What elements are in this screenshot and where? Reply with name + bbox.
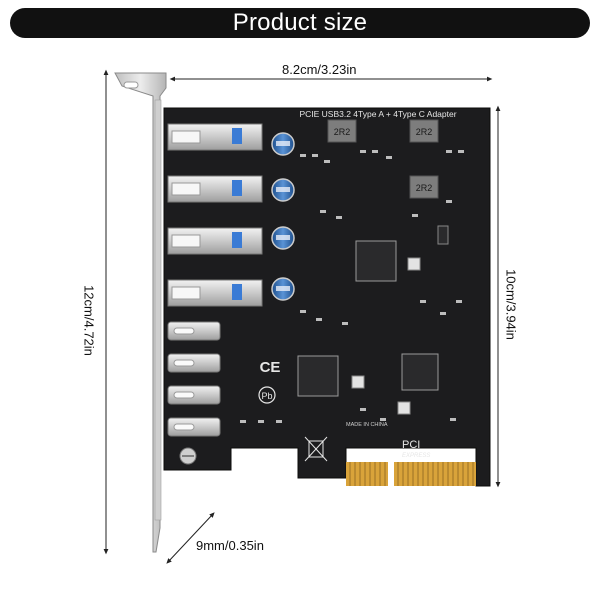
- capacitor: [271, 226, 295, 250]
- usb-a-port: [167, 123, 263, 151]
- usb-c-port: [167, 353, 221, 373]
- bracket-depth-label: 9mm/0.35in: [196, 538, 264, 553]
- ce-mark: CE: [260, 359, 281, 376]
- capacitor: [271, 178, 295, 202]
- capacitor: [271, 132, 295, 156]
- usb-a-port: [167, 279, 263, 307]
- width-label: 8.2cm/3.23in: [282, 62, 357, 77]
- smd-components: [240, 150, 464, 423]
- bracket-depth-dimension-line: [166, 512, 215, 564]
- ferrite-bead: [351, 257, 421, 415]
- made-in-text: MADE IN CHINA: [346, 422, 388, 428]
- inductor: 2R2: [409, 175, 439, 199]
- pcie-gold-fingers: [346, 462, 476, 486]
- controller-chip: [355, 240, 397, 282]
- weee-bin-icon: [304, 436, 328, 462]
- inductor: 2R2: [327, 119, 357, 143]
- title-banner: Product size: [10, 8, 590, 38]
- usb-c-port: [167, 417, 221, 437]
- capacitor: [271, 277, 295, 301]
- page-title: Product size: [232, 9, 368, 36]
- usb-a-port: [167, 175, 263, 203]
- board-height-label: 10cm/3.94in: [503, 269, 519, 340]
- inductor-label: 2R2: [334, 127, 351, 137]
- usb-a-port: [167, 227, 263, 255]
- pb-mark: Pb: [261, 391, 272, 401]
- pci-logo-text: PCI: [402, 439, 420, 451]
- inductor: 2R2: [409, 119, 439, 143]
- mounting-screw: [179, 447, 197, 465]
- usb-c-port: [167, 321, 221, 341]
- board-model-text: PCIE USB3.2 4Type A + 4Type C Adapter: [299, 109, 456, 119]
- pci-bracket: [114, 72, 167, 553]
- express-logo-text: EXPRESS: [402, 453, 430, 459]
- total-height-label: 12cm/4.72in: [81, 285, 97, 356]
- inductor-label: 2R2: [416, 183, 433, 193]
- controller-chip: [297, 355, 339, 397]
- inductor-label: 2R2: [416, 127, 433, 137]
- controller-chip: [401, 353, 439, 391]
- usb-c-port: [167, 385, 221, 405]
- pb-free-icon: [258, 386, 276, 404]
